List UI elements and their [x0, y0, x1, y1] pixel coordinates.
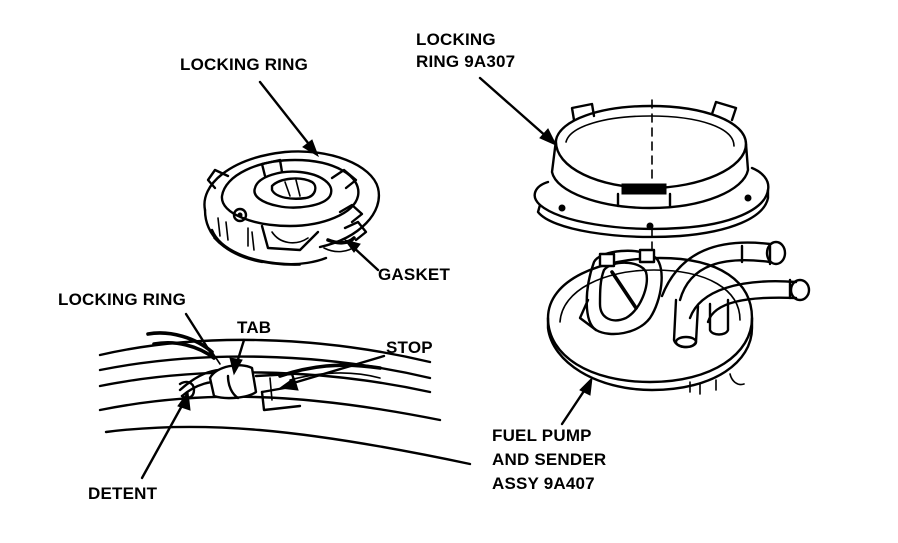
locking-ring-9a307	[533, 99, 770, 239]
leader-detent	[140, 390, 191, 480]
label-stop: STOP	[386, 338, 433, 357]
leader-tab	[229, 338, 246, 376]
fuel-pump-sender-assembly	[546, 240, 811, 395]
leader-stop	[278, 354, 386, 391]
leader-gasket	[343, 239, 380, 272]
label-gasket: GASKET	[378, 265, 451, 284]
label-locking-ring-left: LOCKING RING	[58, 290, 187, 309]
leader-locking-ring-top	[258, 80, 319, 158]
leader-locking-ring-left	[184, 312, 216, 360]
label-locking-ring-top: LOCKING RING	[180, 55, 309, 74]
label-detent: DETENT	[88, 484, 158, 503]
label-fuel-pump-line1: FUEL PUMP	[492, 426, 592, 445]
label-locking-ring-9a307-line1: LOCKING	[416, 30, 496, 49]
leader-fuel-pump	[560, 376, 593, 426]
label-fuel-pump-line2: AND SENDER	[492, 450, 607, 469]
label-tab: TAB	[237, 318, 272, 337]
detail-arc-view	[98, 331, 472, 466]
leader-locking-ring-9a307	[478, 76, 558, 147]
label-fuel-pump-line3: ASSY 9A407	[492, 474, 595, 493]
small-ring-assembly	[203, 150, 381, 266]
label-locking-ring-9a307-line2: RING 9A307	[416, 52, 516, 71]
